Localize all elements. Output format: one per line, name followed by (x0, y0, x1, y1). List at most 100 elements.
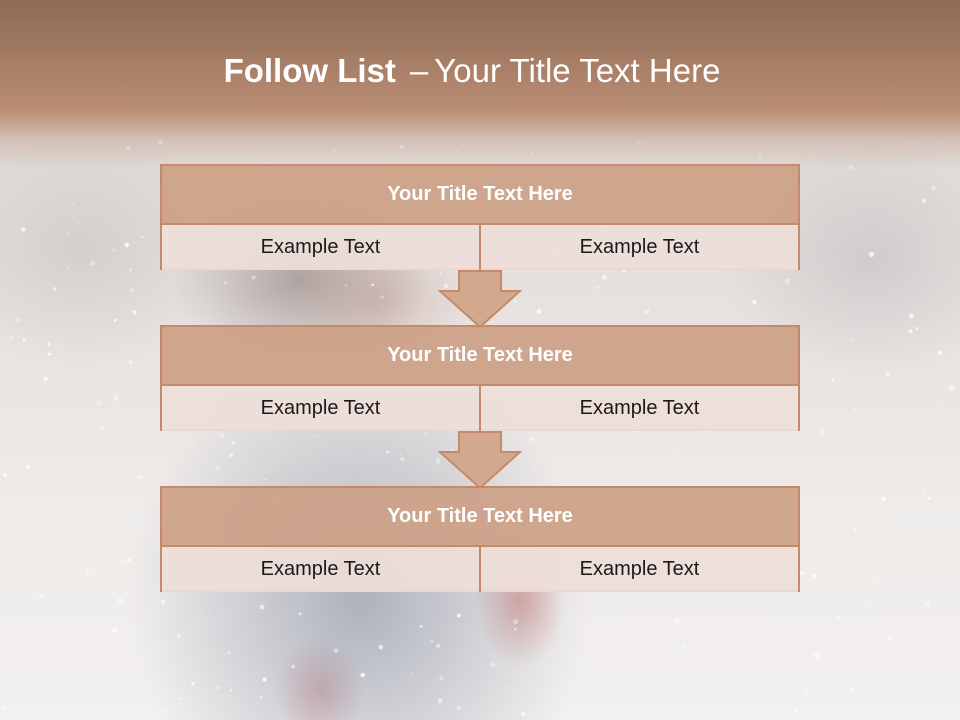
snowflake (456, 613, 461, 618)
snowflake (915, 326, 919, 331)
snowflake (437, 698, 443, 704)
snowflake (179, 697, 182, 700)
snowflake (1, 705, 6, 710)
snowflake (922, 199, 926, 203)
snowflake (799, 571, 804, 576)
snowflake (215, 466, 220, 470)
snowflake (506, 686, 508, 688)
snowflake (826, 469, 829, 472)
snowflake (90, 260, 96, 266)
snowflake (399, 453, 402, 456)
snowflake (9, 335, 14, 340)
snowflake (178, 315, 180, 317)
snowflake (333, 648, 339, 653)
snowflake (435, 458, 441, 464)
snowflake (85, 568, 90, 573)
snowflake (112, 627, 117, 633)
snowflake (17, 336, 20, 339)
snowflake (857, 468, 860, 471)
snowflake (439, 272, 442, 275)
snowflake (793, 708, 798, 714)
snowflake (216, 686, 220, 690)
snowflake (871, 576, 874, 578)
snowflake (67, 267, 70, 270)
snowflake (836, 616, 839, 619)
snowflake (259, 695, 263, 699)
down-arrow-icon (438, 270, 522, 328)
snowflake (101, 426, 105, 430)
title-dash: – (409, 52, 429, 89)
down-arrow-icon (438, 431, 522, 489)
snowflake (937, 350, 942, 356)
snowflake (931, 185, 936, 191)
step-block-1: Your Title Text Here Example Text Exampl… (160, 164, 800, 270)
snowflake (190, 444, 194, 448)
snowflake (48, 352, 52, 356)
snowflake (533, 468, 536, 470)
snowflake (887, 636, 892, 642)
snowflake (12, 281, 14, 284)
snowflake (602, 275, 607, 280)
snowflake (456, 705, 462, 711)
snowflake (16, 317, 21, 322)
snowflake (96, 400, 102, 406)
snowflake (674, 618, 680, 624)
snowflake (812, 573, 817, 578)
snowflake (177, 634, 181, 639)
snowflake (378, 644, 383, 650)
snowflake (113, 318, 117, 322)
snowflake (161, 599, 166, 604)
snowflake (920, 437, 922, 440)
snowflake (490, 662, 496, 668)
step-row-3: Example Text Example Text (162, 547, 798, 592)
snowflake (868, 251, 875, 258)
snowflake (66, 232, 69, 235)
step-title-2: Your Title Text Here (162, 327, 798, 386)
title-rest: Your Title Text Here (434, 52, 721, 89)
step-row-1: Example Text Example Text (162, 225, 798, 270)
snowflake (262, 677, 267, 682)
snowflake (927, 496, 931, 500)
snowflake (107, 329, 109, 332)
snowflake (844, 214, 847, 216)
step-1-right-cell: Example Text (479, 225, 798, 270)
snowflake (851, 338, 854, 341)
snowflake (191, 681, 196, 686)
snowflake (132, 310, 137, 315)
snowflake (52, 287, 57, 291)
snowflake (885, 371, 891, 377)
title-bold: Follow List (223, 52, 396, 89)
snowflake (117, 597, 123, 603)
snowflake (26, 464, 31, 470)
snowflake (419, 624, 423, 628)
snowflake (869, 603, 871, 606)
snowflake (648, 678, 651, 680)
snowflake (949, 385, 955, 391)
snowflake (536, 308, 542, 314)
snowflake (928, 657, 931, 660)
snowflake (43, 377, 48, 382)
snowflake (231, 440, 235, 445)
snowflake (411, 673, 414, 675)
snowflake (514, 300, 517, 304)
snowflake (911, 577, 913, 580)
step-1-left-cell: Example Text (162, 225, 479, 270)
snowflake (313, 435, 316, 437)
snowflake (703, 679, 706, 682)
snowflake (881, 496, 886, 502)
step-block-3: Your Title Text Here Example Text Exampl… (160, 486, 800, 592)
snowflake (259, 604, 265, 610)
step-block-2: Your Title Text Here Example Text Exampl… (160, 325, 800, 431)
snowflake (924, 600, 930, 606)
snowflake (2, 472, 8, 478)
snowflake (148, 486, 150, 488)
step-title-3: Your Title Text Here (162, 488, 798, 547)
snowflake (124, 242, 130, 248)
snowflake (380, 295, 384, 299)
snowflake (21, 227, 26, 232)
snowflake (921, 492, 925, 495)
snowflake (21, 337, 26, 342)
snowflake (139, 475, 143, 479)
snowflake (752, 299, 757, 304)
step-title-1: Your Title Text Here (162, 166, 798, 225)
